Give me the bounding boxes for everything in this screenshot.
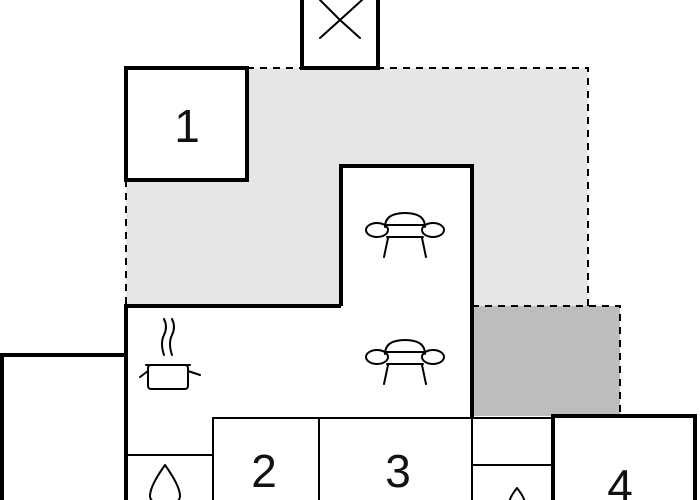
left-room bbox=[0, 353, 126, 500]
top-window-box bbox=[300, 0, 380, 70]
bathroom-right bbox=[471, 417, 553, 500]
sofa-icon bbox=[365, 339, 445, 385]
room-3-label: 3 bbox=[385, 445, 411, 497]
upper-living-wall bbox=[339, 164, 474, 418]
living-kitchen-wall bbox=[124, 304, 341, 500]
left-room-wall bbox=[0, 353, 126, 500]
bedroom-block: 2 3 bbox=[212, 417, 472, 500]
room-4-label: 4 bbox=[607, 460, 633, 500]
cooking-pot-icon bbox=[139, 318, 201, 390]
room-1-wall bbox=[124, 66, 249, 182]
bedroom-block-wall bbox=[212, 417, 472, 500]
patio-area bbox=[472, 305, 621, 417]
room-4-wall bbox=[551, 414, 697, 500]
bathroom-left bbox=[126, 454, 213, 500]
room-1-label: 1 bbox=[174, 100, 200, 152]
room-4: 4 bbox=[551, 414, 697, 500]
room-1: 1 bbox=[124, 66, 249, 182]
upper-living-room bbox=[339, 164, 474, 418]
water-drop-icon bbox=[508, 487, 526, 500]
patio-fill bbox=[472, 306, 620, 416]
window-cross-icon bbox=[319, 0, 363, 39]
bathroom-right-wall bbox=[471, 417, 553, 500]
terrace-dashed-border bbox=[125, 67, 589, 306]
room-2-label: 2 bbox=[251, 445, 277, 497]
living-kitchen bbox=[124, 304, 473, 500]
water-drop-icon bbox=[149, 464, 181, 500]
sofa-icon bbox=[365, 212, 445, 258]
top-window-wall bbox=[300, 0, 380, 70]
